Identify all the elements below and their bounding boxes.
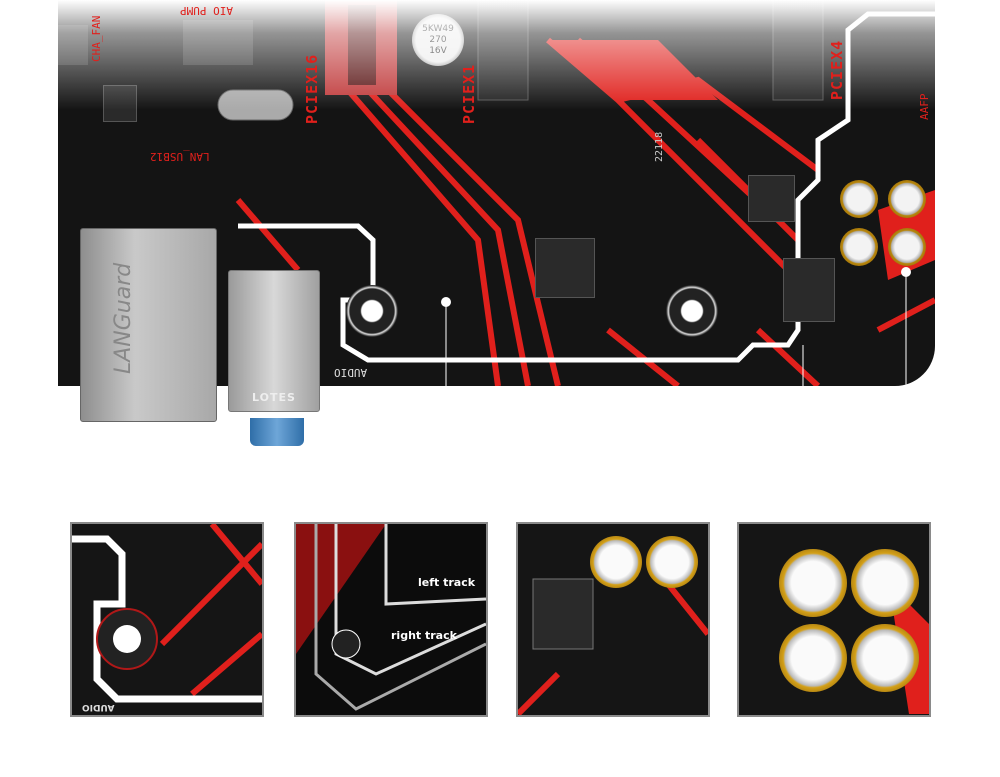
thumbnail-audio-capacitors	[737, 522, 931, 717]
audio-capacitor	[840, 180, 878, 218]
audio-label: AUDIO	[334, 366, 368, 379]
pciex16-label: PCIEX16	[303, 53, 321, 124]
ic-chip	[783, 258, 835, 322]
capacitor: 5KW49 270 16V	[412, 14, 464, 66]
audio-capacitor	[840, 228, 878, 266]
left-track-label: left track	[418, 576, 476, 589]
audio-jack-plug	[250, 418, 304, 446]
thumbnail-left-right-track: left track right track	[294, 522, 488, 717]
pciex4-label: PCIEX4	[828, 39, 846, 100]
pciex1-label: PCIEX1	[460, 63, 478, 124]
right-track-label: right track	[391, 629, 457, 642]
audio-capacitor	[888, 228, 926, 266]
audio-capacitor	[888, 180, 926, 218]
mount-hole	[346, 285, 398, 337]
mount-hole	[666, 285, 718, 337]
code-label: 22118	[654, 131, 665, 162]
aafp-label: AAFP	[918, 93, 931, 121]
audio-codec-chip	[535, 238, 595, 298]
thumbnail-codec-chip	[516, 522, 710, 717]
cha-fan-label: CHA_FAN	[90, 15, 103, 62]
aio-pump-label: AIO PUMP	[180, 4, 233, 17]
lan-usb12-label: LAN_USB12	[150, 150, 210, 163]
audio-jack: LOTES	[228, 270, 320, 412]
thumbnail-audio-track: AUDIO	[70, 522, 264, 717]
ic-chip	[748, 175, 795, 222]
ic-chip	[103, 85, 137, 122]
lan-port: LANGuard	[80, 228, 217, 422]
